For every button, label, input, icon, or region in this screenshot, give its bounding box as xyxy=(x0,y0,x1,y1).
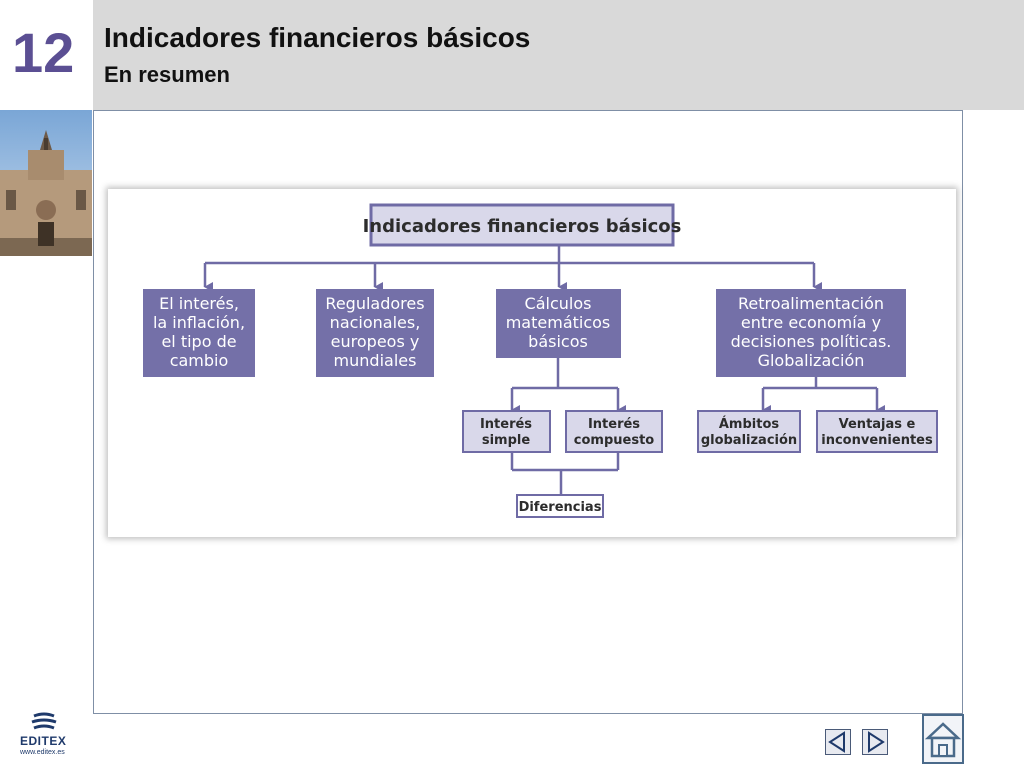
node-retro-line-2: entre economía y xyxy=(741,313,881,332)
concept-map: Indicadores financieros básicos El inter… xyxy=(108,189,956,537)
chapter-number: 12 xyxy=(12,21,75,84)
node-diferencias: Diferencias xyxy=(516,494,604,518)
node-ambitos-line-2: globalización xyxy=(701,433,797,448)
editex-logo-icon xyxy=(31,712,57,730)
node-interes-line-2: la inflación, xyxy=(153,313,245,332)
node-interes-line-1: El interés, xyxy=(159,294,239,313)
page-subtitle: En resumen xyxy=(104,62,230,87)
node-ventajas: Ventajas e inconvenientes xyxy=(816,410,938,453)
node-interes-compuesto-line-1: Interés xyxy=(588,417,640,432)
node-reguladores-line-2: nacionales, xyxy=(330,313,421,332)
node-diferencias-label: Diferencias xyxy=(519,500,602,515)
node-reguladores-line-3: europeos y xyxy=(331,332,420,351)
node-calculos-line-1: Cálculos xyxy=(525,294,592,313)
node-ambitos-line-1: Ámbitos xyxy=(719,416,780,432)
editex-url: www.editex.es xyxy=(20,749,65,756)
node-retro-line-3: decisiones políticas. xyxy=(731,332,892,351)
next-slide-button[interactable] xyxy=(862,729,888,755)
arrow-right-icon xyxy=(868,731,885,753)
node-root-label: Indicadores financieros básicos xyxy=(363,216,682,237)
editex-logo xyxy=(18,712,78,760)
node-calculos-line-2: matemáticos xyxy=(506,313,611,332)
node-reguladores-line-1: Reguladores xyxy=(325,294,424,313)
page-title: Indicadores financieros básicos xyxy=(104,22,531,53)
concept-map-svg: Indicadores financieros básicos El inter… xyxy=(143,203,938,518)
editex-logo-text: EDITEX xyxy=(20,734,67,748)
node-retro-line-4: Globalización xyxy=(758,351,865,370)
header-bar xyxy=(93,0,1024,110)
node-interes-inflacion: El interés, la inflación, el tipo de cam… xyxy=(143,289,255,377)
node-ambitos: Ámbitos globalización xyxy=(697,410,801,453)
node-ventajas-line-2: inconvenientes xyxy=(821,433,933,448)
node-interes-simple: Interés simple xyxy=(462,410,551,453)
node-calculos: Cálculos matemáticos básicos xyxy=(496,289,621,358)
previous-slide-button[interactable] xyxy=(825,729,851,755)
node-interes-line-4: cambio xyxy=(170,351,229,370)
node-interes-line-3: el tipo de xyxy=(161,332,236,351)
node-retroalimentacion: Retroalimentación entre economía y decis… xyxy=(716,289,906,377)
node-interes-compuesto-line-2: compuesto xyxy=(574,433,655,448)
connectors xyxy=(203,245,885,494)
node-retro-line-1: Retroalimentación xyxy=(738,294,884,313)
home-icon xyxy=(924,722,962,758)
home-button[interactable] xyxy=(922,714,964,764)
node-reguladores: Reguladores nacionales, europeos y mundi… xyxy=(316,289,434,377)
node-root: Indicadores financieros básicos xyxy=(363,203,682,247)
node-reguladores-line-4: mundiales xyxy=(334,351,417,370)
node-ventajas-line-1: Ventajas e xyxy=(839,417,916,432)
node-calculos-line-3: básicos xyxy=(528,332,588,351)
node-interes-simple-line-2: simple xyxy=(482,433,531,448)
node-interes-simple-line-1: Interés xyxy=(480,417,532,432)
node-interes-compuesto: Interés compuesto xyxy=(565,410,663,453)
arrow-left-icon xyxy=(828,731,845,753)
building-photo xyxy=(0,110,92,256)
